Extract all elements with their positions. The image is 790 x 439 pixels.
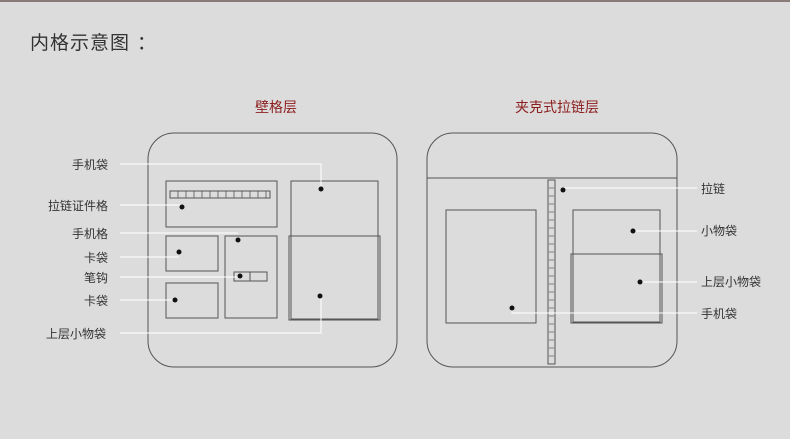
- center-zipper-teeth: [549, 187, 554, 357]
- panel-title-wall-layer: 壁格层: [255, 100, 297, 116]
- wall-layer-leaders: [120, 163, 322, 334]
- label-small-pocket: 小物袋: [701, 224, 738, 238]
- zipper-layer-dots: [509, 187, 643, 311]
- zipper-strip: [169, 190, 271, 199]
- label-upper-small-pocket-right: 上层小物袋: [701, 275, 762, 289]
- label-upper-small-pocket: 上层小物袋: [46, 327, 107, 341]
- label-zipper: 拉链: [701, 182, 726, 196]
- label-zip-id-pocket: 拉链证件格: [48, 199, 109, 213]
- zipper-teeth: [177, 191, 267, 198]
- label-phone-slot: 手机格: [72, 227, 109, 241]
- label-card-slot-lower: 卡袋: [84, 294, 109, 308]
- panel-title-zipper-layer: 夹克式拉链层: [515, 100, 599, 116]
- wall-layer-panel: [147, 132, 398, 368]
- phone-pocket-right: [445, 209, 537, 324]
- upper-small-pocket: [288, 235, 381, 321]
- zip-id-pocket: [165, 180, 278, 228]
- upper-small-pocket-right: [570, 253, 663, 324]
- phone-pocket: [290, 180, 379, 320]
- label-card-slot-upper: 卡袋: [84, 251, 109, 265]
- card-slot-upper: [165, 235, 219, 272]
- zipper-layer-outline: [426, 132, 678, 368]
- wall-layer-dots: [172, 186, 324, 303]
- label-pen-loop: 笔钩: [84, 271, 109, 285]
- top-rule: [0, 0, 790, 2]
- center-zipper: [547, 179, 556, 365]
- label-phone-pocket: 手机袋: [72, 158, 109, 172]
- small-pocket: [572, 209, 661, 323]
- zipper-layer-panel: [426, 132, 678, 368]
- wall-layer-outline: [147, 132, 398, 368]
- label-phone-pocket-right: 手机袋: [701, 307, 738, 321]
- zipper-layer-leaders: [511, 187, 697, 314]
- page-title: 内格示意图 ：: [30, 32, 158, 54]
